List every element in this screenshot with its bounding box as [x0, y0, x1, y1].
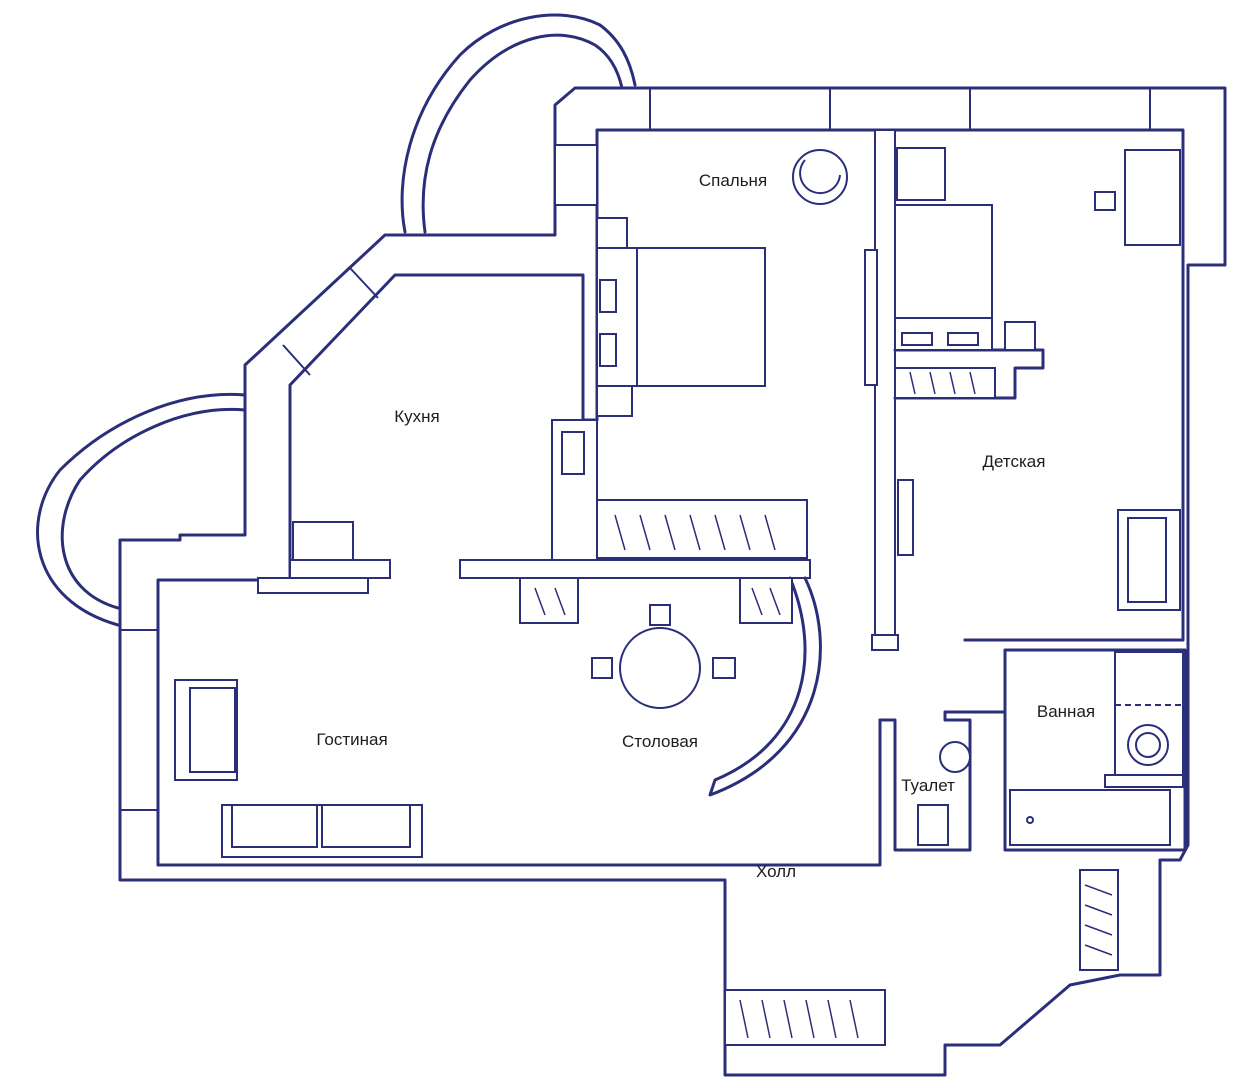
label-dining-room: Столовая	[622, 732, 698, 751]
outer-walls	[118, 86, 1227, 1077]
round-chair	[792, 149, 848, 205]
outer-wall-main	[118, 86, 1227, 1077]
dining-table	[619, 627, 701, 709]
bathtub	[1009, 789, 1171, 846]
room-labels: Спальня Кухня Детская Гостиная Столовая …	[316, 171, 1095, 881]
furniture	[174, 147, 1184, 858]
label-bedroom: Спальня	[699, 171, 767, 190]
label-bathroom: Ванная	[1037, 702, 1095, 721]
wardrobes	[519, 367, 1119, 1046]
label-hall: Холл	[756, 862, 796, 881]
label-toilet: Туалет	[901, 776, 955, 795]
desk	[1124, 149, 1181, 246]
label-kitchen: Кухня	[394, 407, 440, 426]
balcony-top	[400, 13, 637, 234]
label-kids-room: Детская	[983, 452, 1046, 471]
balconies	[36, 13, 637, 627]
sink	[1127, 724, 1169, 766]
balcony-left	[36, 392, 247, 627]
inner-wall-main	[156, 128, 1185, 867]
label-living-room: Гостиная	[316, 730, 387, 749]
inner-wall-bottom	[156, 718, 882, 867]
toilet-bowl	[917, 804, 949, 846]
partitions	[289, 129, 1187, 852]
